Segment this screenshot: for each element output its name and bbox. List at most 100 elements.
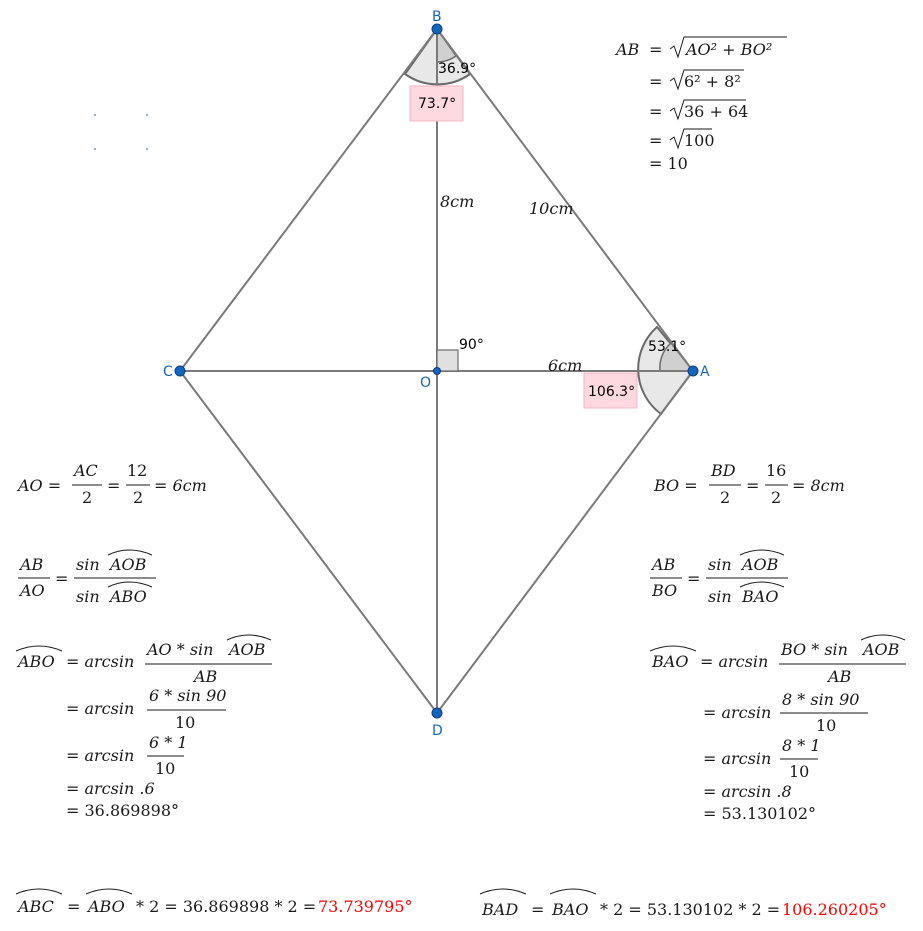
ab-lhs: AB [614, 40, 640, 59]
point-label-O: O [420, 375, 431, 391]
segment-DC [179, 370, 438, 714]
ao-eq: = [107, 476, 120, 495]
bo-frac1-den: 2 [720, 488, 730, 507]
ao-frac1-num: AC [72, 461, 98, 480]
ab-rad4: 100 [684, 131, 715, 150]
abc-final-rest: * 2 = 36.869898 * 2 = [136, 897, 316, 916]
bao-s4: = arcsin .8 [703, 782, 792, 801]
abo-s3-den: 10 [155, 759, 175, 778]
r-ratio-rnum: AOB [740, 555, 779, 574]
point-label-B: B [432, 9, 442, 25]
point-D [431, 707, 443, 719]
r-ratio-eq: = [687, 569, 700, 588]
ab-eq3: = [649, 102, 662, 121]
segment-label-AB: 10cm [529, 199, 574, 218]
angle-label-106-3: 106.3° [588, 384, 635, 400]
bao-s2-pre: = arcsin [703, 703, 771, 722]
abo-num: AO * sin [145, 640, 213, 659]
bad-final-eq: = [531, 900, 544, 919]
r-ratio-rden-fn: sin [708, 587, 732, 606]
point-label-C: C [163, 364, 173, 380]
abo-num-ang: AOB [227, 640, 266, 659]
point-O [433, 367, 441, 375]
bo-frac1-num: BD [710, 461, 736, 480]
bad-final-value: 106.260205° [782, 900, 887, 919]
abc-final-value: 73.739795° [318, 897, 413, 916]
abo-s2-pre: = arcsin [66, 699, 134, 718]
r-ratio-rden: BAO [741, 587, 778, 606]
ratio-rnum: AOB [108, 555, 147, 574]
ratio-rden-fn: sin [76, 587, 100, 606]
bao-num-ang: AOB [861, 640, 900, 659]
bo-eq: = [746, 476, 759, 495]
ab-rad2: 6² + 8² [684, 72, 741, 91]
left-derivation: AO = AC 2 = 12 2 = 6cm AB AO = sin AOB s… [15, 461, 413, 916]
r-ratio-num: AB [650, 555, 676, 574]
bao-s3-den: 10 [789, 762, 809, 781]
bao-num: BO * sin [780, 640, 848, 659]
bao-eq: = arcsin [700, 652, 768, 671]
right-derivation: BO = BD 2 = 16 2 = 8cm AB BO = sin AOB s… [479, 461, 906, 919]
ab-eq5: = 10 [649, 154, 688, 173]
abc-final-lhs: ABC [16, 897, 54, 916]
angle-label-90: 90° [459, 337, 484, 353]
angle-label-36-9: 36.9° [438, 61, 476, 77]
bo-rhs: = 8cm [792, 476, 845, 495]
ab-rad1: AO² + BO² [684, 40, 772, 59]
point-label-A: A [700, 364, 710, 380]
ratio-eq: = [55, 569, 68, 588]
angle-label-53-1: 53.1° [648, 339, 686, 355]
bao-s5: = 53.130102° [703, 804, 816, 823]
ao-rhs: = 6cm [154, 476, 207, 495]
angle-box-right [583, 372, 638, 409]
segment-label-BO: 8cm [440, 192, 474, 211]
abo-s3-pre: = arcsin [66, 746, 134, 765]
ao-frac2-num: 12 [127, 461, 147, 480]
r-ratio-rnum-fn: sin [708, 555, 732, 574]
abo-s2-den: 10 [175, 713, 195, 732]
bao-s3-pre: = arcsin [703, 749, 771, 768]
bo-frac2-den: 2 [771, 488, 781, 507]
segment-BA [436, 28, 694, 372]
ab-eq2: = [649, 72, 662, 91]
abo-s5: = 36.869898° [66, 801, 179, 820]
right-angle-marker [436, 349, 459, 372]
angle-label-73-7: 73.7° [418, 96, 456, 112]
bao-s2-num: 8 * sin 90 [782, 690, 859, 709]
bo-frac2-num: 16 [766, 461, 786, 480]
point-label-D: D [432, 723, 443, 739]
ratio-num: AB [18, 555, 44, 574]
r-ratio-den: BO [651, 581, 677, 600]
abc-final-mid: ABO [86, 897, 125, 916]
ab-derivation: AB = AO² + BO² = 6² + 8² = 36 + 64 = 100… [614, 36, 787, 173]
bao-s3-num: 8 * 1 [782, 736, 821, 755]
ao-lhs: AO = [16, 476, 61, 495]
angle-box-top [409, 85, 464, 122]
abo-s2-num: 6 * sin 90 [149, 686, 226, 705]
bad-final-mid: BAO [551, 900, 588, 919]
stray-dots [94, 114, 148, 150]
ratio-rnum-fn: sin [76, 555, 100, 574]
bad-final-rest: * 2 = 53.130102 * 2 = [600, 900, 780, 919]
point-A [687, 365, 699, 377]
bao-lhs: BAO [651, 652, 688, 671]
point-C [174, 365, 186, 377]
bo-lhs: BO = [653, 476, 698, 495]
abo-eq: = arcsin [66, 652, 134, 671]
segment-CB [179, 28, 438, 372]
abo-den: AB [192, 667, 218, 686]
ab-eq1: = [649, 40, 662, 59]
segment-AD [436, 370, 694, 714]
bao-den: AB [826, 667, 852, 686]
point-B [431, 23, 443, 35]
ao-frac1-den: 2 [82, 488, 92, 507]
ab-rad3: 36 + 64 [684, 102, 748, 121]
ao-frac2-den: 2 [133, 488, 143, 507]
ratio-den: AO [18, 581, 45, 600]
points[interactable] [174, 23, 699, 719]
abo-lhs: ABO [16, 652, 55, 671]
bad-final-lhs: BAD [481, 900, 518, 919]
abo-s4: = arcsin .6 [66, 779, 155, 798]
ab-eq4: = [649, 131, 662, 150]
